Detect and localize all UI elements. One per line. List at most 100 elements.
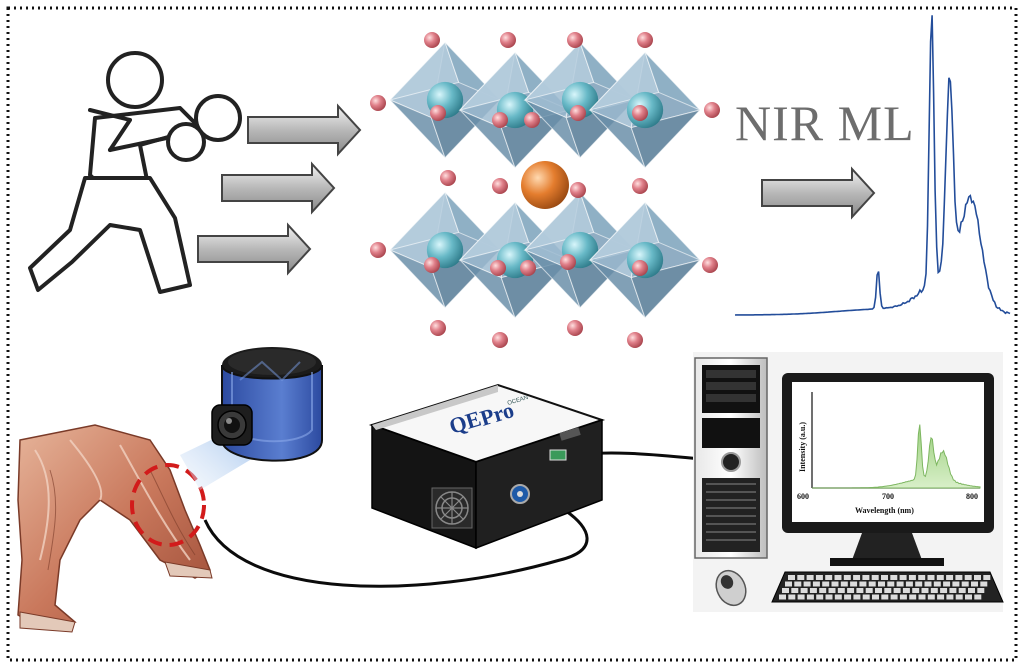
keyboard-key (937, 594, 945, 600)
arrow-icon (761, 166, 876, 220)
monitor-x-tick-700: 700 (882, 492, 894, 501)
x-site-ion (492, 178, 508, 194)
computer-workstation: 600 700 800 Wavelength (nm) Intensity (a… (693, 352, 1004, 612)
usb-port (549, 449, 567, 461)
keyboard-key (843, 575, 851, 580)
a-site-ion (521, 161, 569, 209)
keyboard-key (899, 575, 907, 580)
keyboard-key (915, 581, 923, 587)
keyboard-key (834, 594, 842, 600)
arrow-icon (197, 222, 312, 276)
dashed-ring (130, 463, 206, 547)
keyboard-key (788, 594, 796, 600)
x-site-ion (570, 105, 586, 121)
keyboard-key (822, 581, 830, 587)
keyboard-key (831, 581, 839, 587)
keyboard-key (788, 575, 795, 580)
keyboard-key (828, 588, 836, 593)
keyboard-key (943, 581, 951, 587)
octahedron (588, 200, 702, 319)
monitor-x-tick-800: 800 (966, 492, 978, 501)
keyboard-key (815, 575, 823, 580)
x-site-ion (637, 32, 653, 48)
keyboard-key (806, 575, 814, 580)
keyboard-key (977, 588, 985, 593)
x-site-ion (704, 102, 720, 118)
keyboard-key (908, 575, 916, 580)
keyboard-key (825, 594, 833, 600)
keyboard-key (927, 594, 935, 600)
keyboard-key (859, 581, 867, 587)
keyboard-key (924, 581, 932, 587)
sensor-band-icon (180, 347, 323, 490)
x-site-ion (440, 170, 456, 186)
monitor-spectrum (812, 424, 981, 489)
keyboard-key (899, 594, 907, 600)
keyboard-key (949, 588, 957, 593)
keyboard-key (946, 594, 954, 600)
boxer-icon (28, 51, 242, 294)
keyboard-key (856, 588, 864, 593)
leg-muscle-icon (17, 424, 213, 633)
keyboard-key (797, 575, 805, 580)
keyboard-key (896, 581, 904, 587)
x-site-ion (632, 105, 648, 121)
keyboard-key (779, 594, 786, 600)
keyboard-key (902, 588, 910, 593)
keyboard-key (878, 581, 885, 587)
monitor-x-label: Wavelength (nm) (855, 506, 914, 515)
keyboard-key (847, 588, 855, 593)
keyboard-key (782, 588, 789, 593)
keyboard-key (850, 581, 858, 587)
keyboard-key (971, 581, 978, 587)
mouse-icon (715, 569, 747, 607)
stress-arrows (197, 103, 362, 276)
keyboard-key (816, 594, 824, 600)
x-site-ion (424, 257, 440, 273)
keyboard-key (946, 575, 954, 580)
keyboard-key (909, 594, 917, 600)
monitor-plot: 600 700 800 Wavelength (nm) Intensity (a… (797, 392, 981, 515)
keyboard-key (840, 581, 848, 587)
keyboard-key (834, 575, 842, 580)
fan-grille (431, 487, 473, 529)
keyboard-key (800, 588, 808, 593)
x-site-ion (430, 320, 446, 336)
keyboard-key (933, 581, 941, 587)
monitor-y-label: Intensity (a.u.) (798, 422, 807, 472)
octahedron (388, 40, 502, 159)
keyboard-key (837, 588, 845, 593)
x-site-ion (567, 32, 583, 48)
keyboard-icon (771, 571, 1004, 603)
x-site-ion (430, 105, 446, 121)
keyboard-key (875, 588, 882, 593)
keyboard-key (871, 575, 879, 580)
x-site-ion (627, 332, 643, 348)
keyboard-key (958, 588, 966, 593)
x-site-ion (632, 260, 648, 276)
keyboard-key (872, 594, 879, 600)
x-site-ion (524, 112, 540, 128)
keyboard-key (825, 575, 833, 580)
x-site-ion (424, 32, 440, 48)
x-site-ion (370, 95, 386, 111)
b-site-ion (561, 81, 599, 119)
keyboard-key (803, 581, 811, 587)
keyboard-key (862, 575, 870, 580)
keyboard-key (862, 594, 870, 600)
keyboard-key (918, 575, 926, 580)
keyboard-key (930, 588, 938, 593)
keyboard-key (806, 594, 814, 600)
keyboard-key (785, 581, 792, 587)
keyboard-key (927, 575, 935, 580)
keyboard-key (955, 575, 963, 580)
keyboard-key (890, 575, 898, 580)
x-site-ion (567, 320, 583, 336)
keyboard-key (881, 575, 888, 580)
keyboard-key (853, 575, 861, 580)
keyboard-key (868, 581, 876, 587)
keyboard-key (964, 575, 972, 580)
x-site-ion (570, 182, 586, 198)
keyboard-key (965, 594, 972, 600)
keyboard-key (968, 588, 975, 593)
